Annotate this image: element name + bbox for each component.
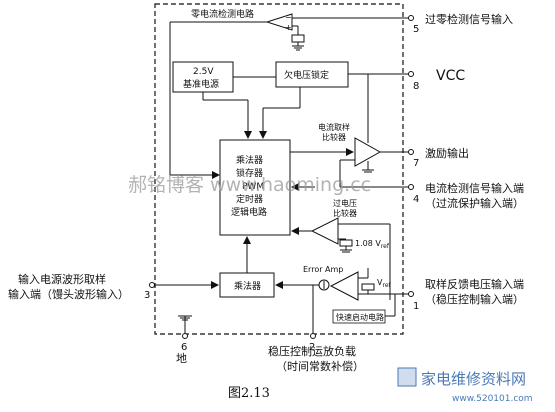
svg-text:−: − [285,13,292,22]
zero-current-detect-label: 零电流检测电路 [191,8,254,20]
pin-3-label-line2: 输入端（馒头波形输入） [8,287,129,301]
svg-text:Vref: Vref [377,278,392,289]
pin-2-label-line2: （时间常数补偿） [276,359,364,373]
ref-voltage-block [172,61,234,93]
pin-6-label: 地 [176,352,187,365]
error-amplifier [329,271,359,301]
pin-2-number: 2 [309,342,315,353]
current-sense-comparator [354,137,382,167]
pin-4-label-line1: 电流检测信号输入端 [425,181,524,195]
ovp-comparator [310,217,339,245]
svg-text:比较器: 比较器 [333,208,357,218]
pin-1-label-line1: 取样反馈电压输入端 [425,277,524,291]
pin-4 [408,184,414,190]
svg-text:快速启动电路: 快速启动电路 [336,312,384,322]
watermark-text: 郝铭博客 www.haoming.cc [128,174,371,196]
pin-5 [408,15,414,21]
svg-text:Error Amp: Error Amp [303,265,343,274]
figure-caption: 图2.13 [228,386,270,401]
uvlo-block [275,61,349,88]
svg-text:+: + [285,23,292,32]
pin-5-number: 5 [413,24,419,35]
pin-4-number: 4 [413,194,419,205]
pin-3 [149,282,155,288]
pin-6-number: 6 [181,342,187,353]
pin-6 [182,333,188,339]
zero-current-comparator [265,13,293,31]
svg-text:锁存器: 锁存器 [236,167,263,179]
logic-block [219,139,291,236]
svg-text:逻辑电路: 逻辑电路 [231,206,267,218]
pin-4-label-line2: （过流保护输入端） [425,196,524,210]
pin-1 [408,291,414,297]
ovp-ref-battery [339,239,353,247]
svg-text:电流取样: 电流取样 [318,122,350,132]
pin-5-label: 过零检测信号输入 [425,12,513,26]
error-amp-ref-battery [361,283,375,291]
pin-8-number: 8 [413,81,419,92]
svg-text:过电压: 过电压 [333,198,357,208]
pin-1-label-line2: （稳压控制输入端） [425,292,524,306]
svg-text:基准电源: 基准电源 [183,78,219,90]
pin-3-label-line1: 输入电源波形取样 [18,272,106,286]
pin-3-number: 3 [144,290,150,301]
zero-current-ref-battery [291,34,305,43]
pin-2-label-line1: 稳压控制运放负载 [268,344,356,358]
watermark-site-logo: 家电维修资料网 www.520101.com [397,367,533,404]
svg-text:2.5V: 2.5V [193,67,214,77]
pin-7 [408,149,414,155]
svg-text:www.520101.com: www.520101.com [452,394,533,404]
pin-7-number: 7 [413,158,419,169]
svg-text:比较器: 比较器 [322,132,346,142]
svg-text:乘法器: 乘法器 [236,154,263,166]
svg-text:1.08 Vref: 1.08 Vref [355,239,390,250]
ic-boundary [154,3,404,335]
pin-1-number: 1 [413,301,419,312]
svg-text:欠电压锁定: 欠电压锁定 [284,69,329,81]
pin-8 [408,71,414,77]
svg-text:乘法器: 乘法器 [234,280,261,292]
svg-text:定时器: 定时器 [236,193,263,205]
pin-7-label: 激励输出 [425,146,469,160]
pin-2 [310,333,316,339]
svg-text:家电维修资料网: 家电维修资料网 [421,370,526,388]
svg-text:PWM: PWM [242,182,264,192]
pin-8-label: VCC [436,68,465,84]
